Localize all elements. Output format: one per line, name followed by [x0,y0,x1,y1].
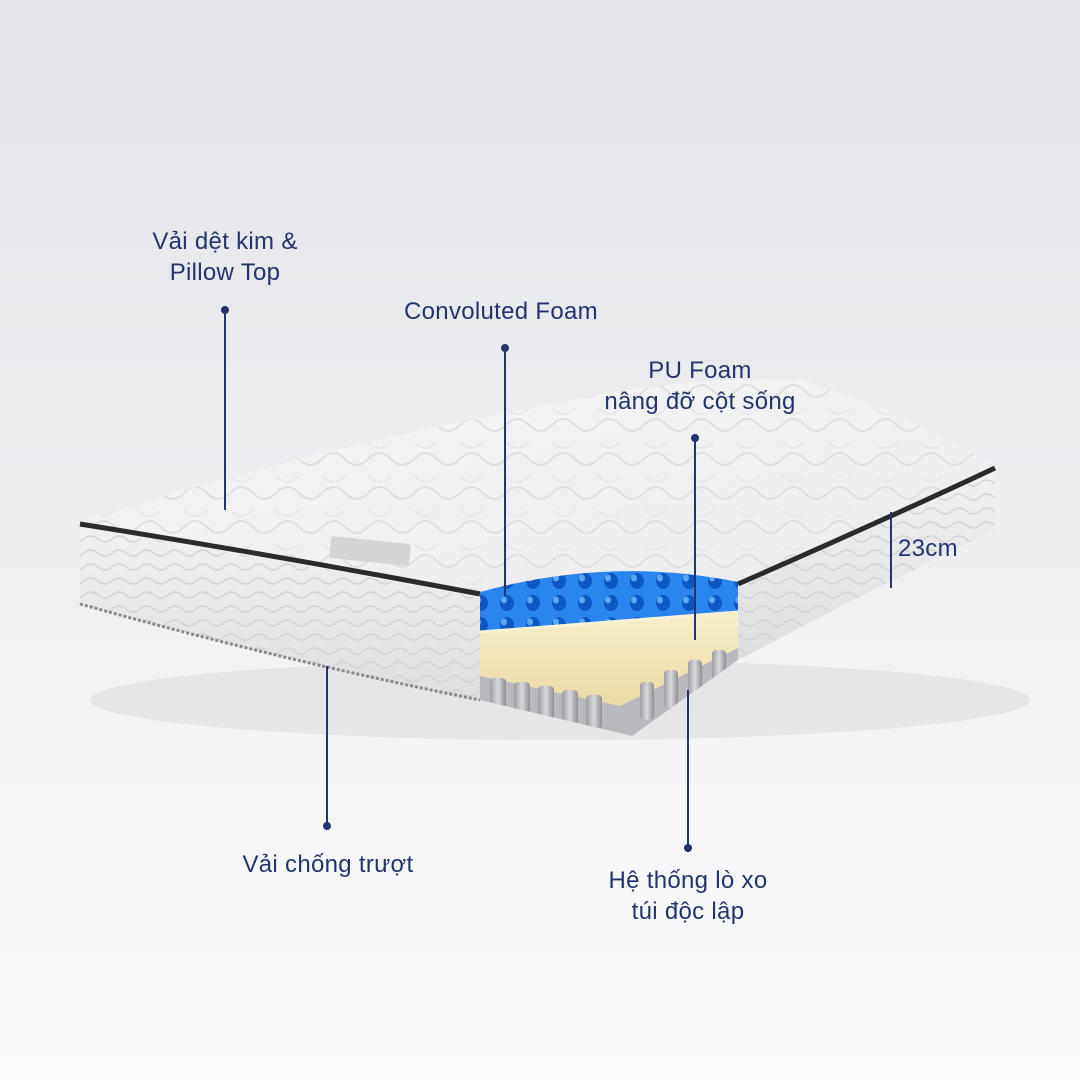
leader-pu-foam [691,434,699,640]
leader-anti-slip [323,666,331,830]
leader-convoluted-foam [501,344,509,596]
label-pu-foam-line1: PU Foam [648,357,752,384]
label-pillow-top-line2: Pillow Top [169,259,281,286]
label-anti-slip: Vải chống trượt [198,849,458,880]
front-bottom-trim [79,602,481,702]
leader-pillow-top [221,306,229,510]
front-side-wave-texture [80,528,480,700]
piping-right-edge [736,465,997,587]
leader-springs [684,690,692,852]
label-height-line1: 23cm [898,535,958,562]
label-pu-foam: PU Foam nâng đỡ cột sống [569,355,831,417]
label-height: 23cm [898,533,978,564]
label-pu-foam-line2: nâng đỡ cột sống [604,388,796,415]
brand-tag [329,536,411,566]
piping-front-edge [79,521,481,597]
label-anti-slip-line1: Vải chống trượt [242,851,414,878]
pu-foam-layer [480,612,738,706]
label-convoluted-foam-line1: Convoluted Foam [404,298,598,325]
label-pillow-top: Vải dệt kim & Pillow Top [105,226,345,288]
label-springs: Hệ thống lò xo túi độc lập [572,865,804,927]
right-side-wave-texture [738,472,995,660]
label-convoluted-foam: Convoluted Foam [361,296,641,327]
pocket-springs [490,650,726,729]
top-quilt-texture [80,378,995,592]
label-springs-line2: túi độc lập [631,898,745,925]
label-springs-line1: Hệ thống lò xo [608,867,768,894]
label-pillow-top-line1: Vải dệt kim & [152,228,298,255]
